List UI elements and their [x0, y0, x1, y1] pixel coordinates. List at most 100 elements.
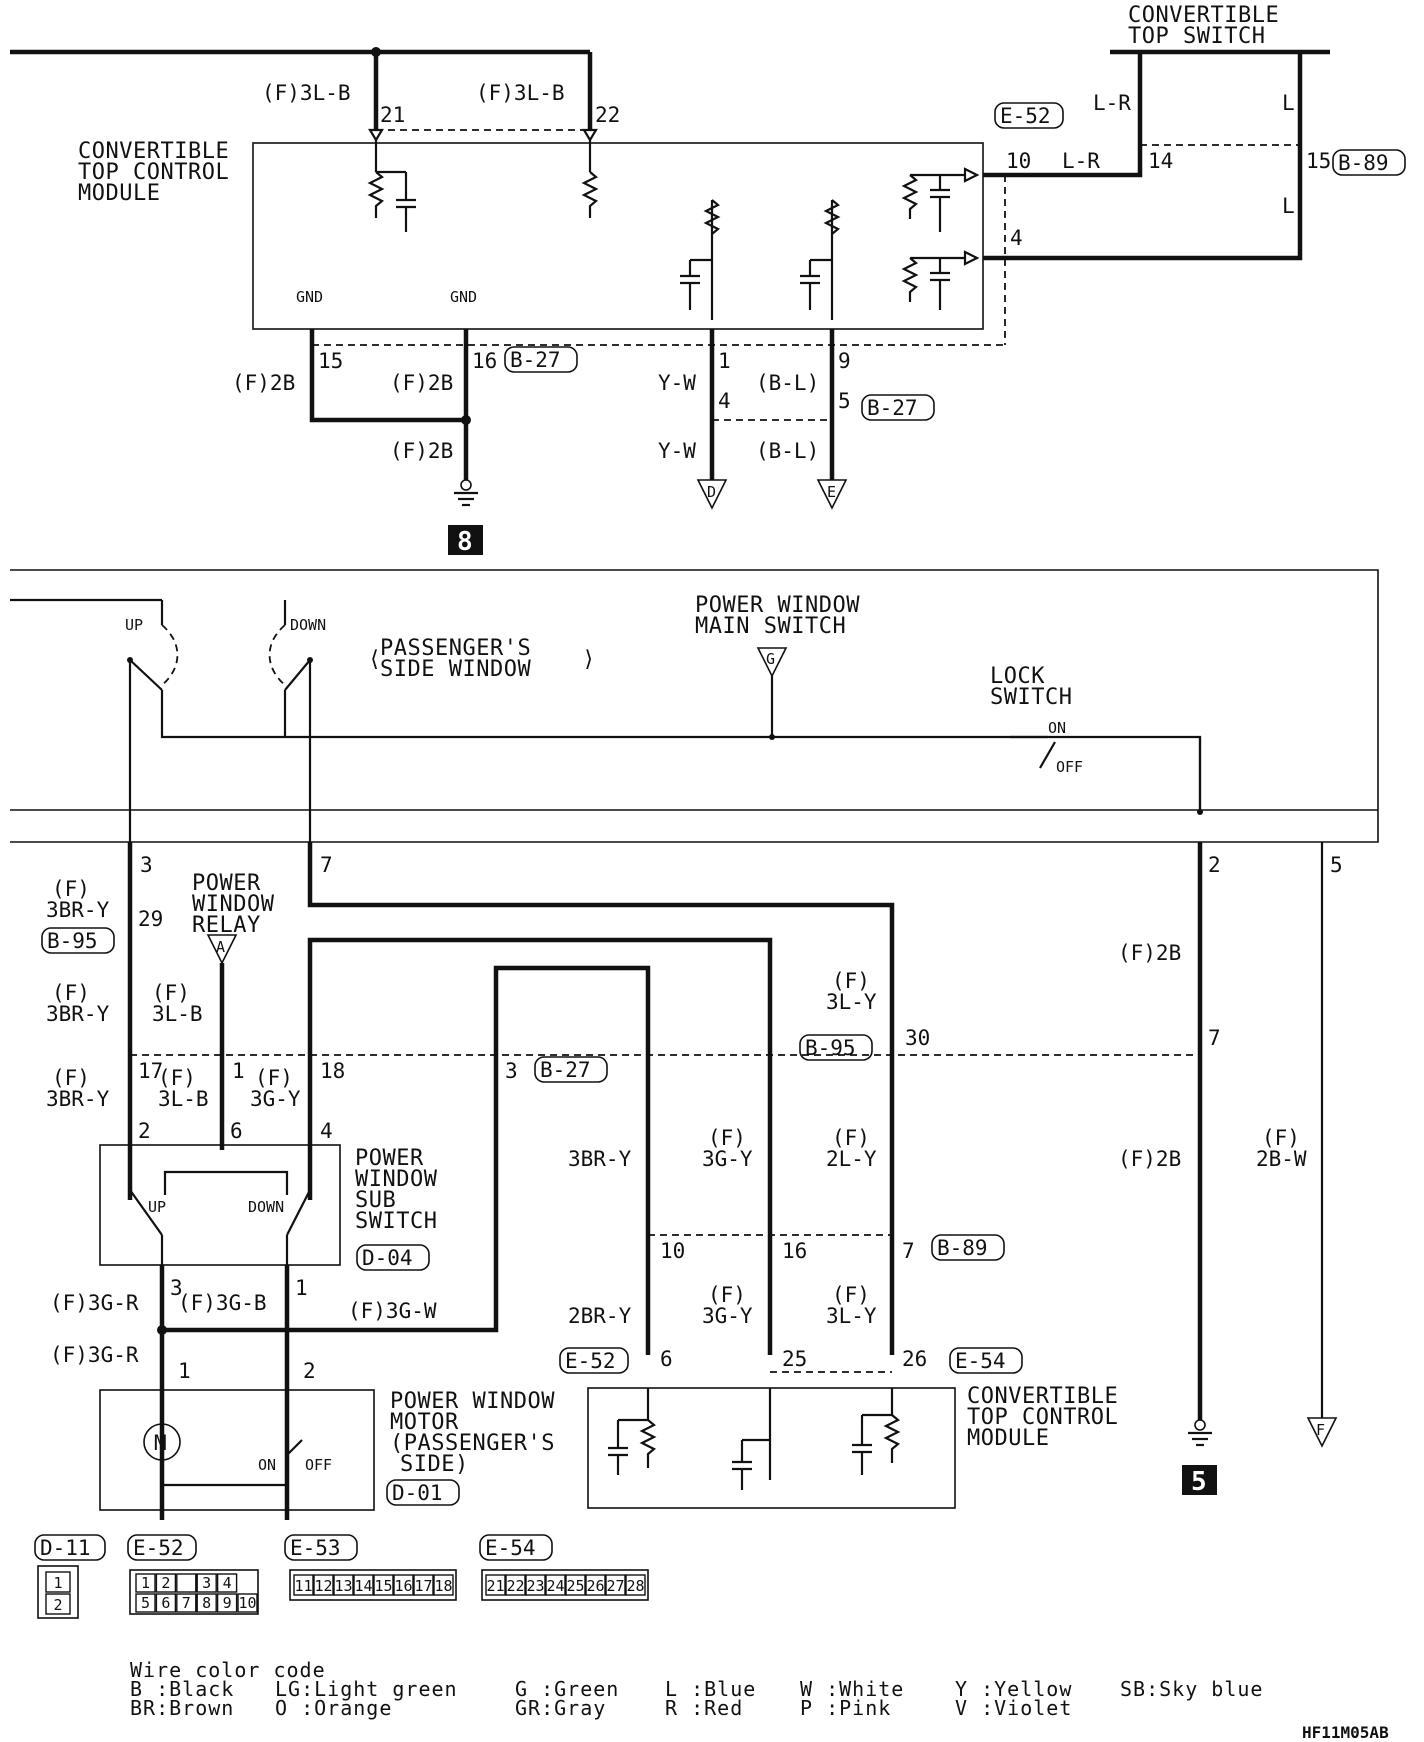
svg-text:B-27: B-27 [867, 396, 918, 420]
relay-label: RELAY [192, 913, 261, 938]
connector-badge-e54: E-54 [949, 1347, 1023, 1374]
svg-text:G: G [766, 650, 775, 668]
connector-badge-e52-face: E-52 [127, 1534, 197, 1561]
pin-label: 3 [140, 853, 153, 877]
switch-blade [129, 659, 163, 691]
lock-switch-label: LOCK [990, 664, 1045, 689]
wire-label: (F)3G-B [178, 1291, 267, 1315]
svg-text:8: 8 [457, 527, 473, 557]
svg-text:D: D [707, 483, 716, 501]
wire-label: (B-L) [756, 371, 819, 395]
connector-cell [373, 1574, 394, 1596]
splice-point [157, 1325, 167, 1335]
wire-label: (F)3G-W [348, 1299, 437, 1323]
convertible-top-control-module-bottom [587, 1387, 956, 1509]
wire-label: (F)3G-R [50, 1343, 139, 1367]
pin-label: 2 [1208, 853, 1221, 877]
down-label: DOWN [290, 616, 326, 634]
power-window-main-switch-box [10, 569, 1379, 843]
connector-cell-label: 2 [53, 1596, 62, 1614]
sub-switch-label: SUB [355, 1188, 396, 1213]
bracket: ⟩ [582, 647, 596, 672]
contact [769, 734, 775, 740]
svg-text:D-04: D-04 [362, 1246, 413, 1270]
wire-label: 3BR-Y [46, 1002, 110, 1026]
connector-cell-label: 28 [626, 1577, 644, 1595]
svg-text:A: A [216, 938, 225, 956]
connector-cell [176, 1593, 197, 1613]
wire-2b-15 [309, 329, 466, 423]
pin-label: 29 [138, 907, 163, 931]
svg-text:5: 5 [1191, 1467, 1207, 1497]
switch-label: TOP SWITCH [1128, 24, 1265, 49]
connector-cell-label: 9 [223, 1594, 232, 1612]
connector-cell [155, 1593, 177, 1613]
connector-cell [135, 1593, 156, 1613]
wire-label: 3G-Y [702, 1304, 753, 1328]
wire-label: (F) [152, 981, 190, 1005]
connector-cell [485, 1574, 506, 1596]
connector-cell [237, 1593, 258, 1613]
connector-cell [216, 1593, 238, 1613]
wire-label: (F)3L-B [476, 81, 565, 105]
svg-text:B-95: B-95 [47, 929, 98, 953]
wire-3gw [160, 965, 651, 1355]
pin-label: 3 [505, 1059, 518, 1083]
connector-cell-label: 1 [53, 1574, 62, 1592]
connector-cell-label: 7 [182, 1594, 191, 1612]
svg-text:E-54: E-54 [955, 1349, 1006, 1373]
motor-label: (PASSENGER'S [390, 1431, 555, 1456]
main-switch-label: POWER WINDOW [695, 593, 860, 618]
connector-cell-label: 3 [202, 1574, 211, 1592]
connector-badge-b89: B-89 [1332, 149, 1406, 176]
connector-badge-e52: E-52 [994, 102, 1064, 129]
svg-text:D-11: D-11 [40, 1536, 91, 1560]
wire-label: (F)2B [390, 439, 453, 463]
pin-label: 18 [320, 1059, 345, 1083]
pin-label: 1 [295, 1276, 308, 1300]
diagram-code: HF11M05AB [1302, 1723, 1389, 1742]
connector-cell [605, 1574, 626, 1596]
svg-text:E-52: E-52 [565, 1349, 616, 1373]
connector-cell [135, 1573, 156, 1593]
wire-3ly [307, 842, 895, 1355]
legend-item: Y :Yellow [955, 1677, 1072, 1701]
wire-label: 3G-Y [250, 1087, 301, 1111]
connector-badge-b95: B-95 [41, 927, 115, 954]
wire-label: (B-L) [756, 439, 819, 463]
off-label: OFF [305, 1456, 332, 1474]
gnd-label: GND [296, 288, 323, 306]
wire-label: (F) [832, 1126, 870, 1150]
splice-point [461, 415, 471, 425]
module-label: CONVERTIBLE [967, 1384, 1118, 1409]
legend-item: P :Pink [800, 1696, 891, 1720]
contact [1197, 809, 1203, 815]
convertible-top-control-module-top [252, 142, 984, 330]
connector-cell-label: 11 [294, 1577, 312, 1595]
ground-point-8: 8 [448, 525, 483, 557]
legend-item: R :Red [665, 1696, 743, 1720]
pin-label: 1 [178, 1359, 191, 1383]
pin-label: 4 [320, 1119, 333, 1143]
wire-label: 3L-Y [826, 990, 877, 1014]
connector-cell [155, 1573, 177, 1593]
connector-cell-label: 24 [546, 1577, 564, 1595]
connector-badge-d04: D-04 [356, 1244, 430, 1271]
terminal-g: G [756, 647, 788, 678]
ground-symbol [1188, 1419, 1212, 1447]
connector-cell [505, 1574, 526, 1596]
wire-label: (F) [158, 1066, 196, 1090]
connector-cell [565, 1574, 586, 1596]
pin-label: 4 [718, 389, 731, 413]
wire-label: (F) [255, 1066, 293, 1090]
connector-cell-label: 27 [606, 1577, 624, 1595]
wire-label: 2B-W [1256, 1147, 1307, 1171]
motor-label: POWER WINDOW [390, 1389, 555, 1414]
legend-title: Wire color code [130, 1658, 326, 1682]
connector-cell [196, 1593, 217, 1613]
pin-label: 2 [138, 1119, 151, 1143]
lock-switch-blade [1039, 741, 1056, 769]
svg-text:E-52: E-52 [1000, 104, 1051, 128]
pin-label: 16 [782, 1239, 807, 1263]
